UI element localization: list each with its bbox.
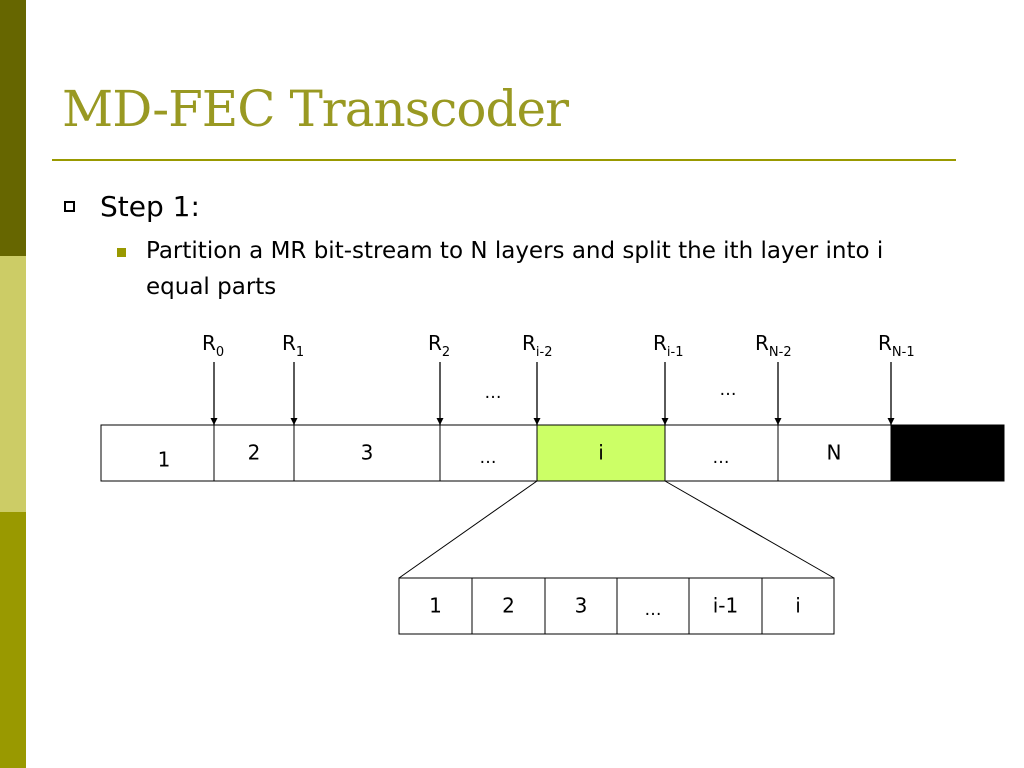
step-heading: Step 1:	[100, 190, 200, 223]
rate-label-base: R	[522, 331, 536, 355]
rate-label-subscript: 1	[296, 345, 304, 360]
tail-layer-cell	[890, 424, 1005, 482]
layer-cell	[664, 424, 779, 482]
part-cell-label: 3	[575, 594, 588, 618]
ellipsis-label: …	[720, 380, 737, 400]
part-cell	[398, 577, 473, 635]
part-cell-label: …	[645, 600, 662, 620]
layer-cell	[293, 424, 441, 482]
layer-cell-label: 2	[248, 441, 261, 465]
rate-label: RN-1	[878, 331, 915, 360]
highlighted-layer-cell	[536, 424, 666, 482]
rate-label-base: R	[282, 331, 296, 355]
sidebar-segment-dark	[0, 0, 26, 256]
layer-cell-label: i	[598, 441, 604, 465]
rate-label: RN-2	[755, 331, 792, 360]
zoom-line-right	[664, 480, 835, 579]
rate-label-base: R	[653, 331, 667, 355]
layer-cell-label: …	[480, 448, 497, 468]
sidebar-segment-light	[0, 256, 26, 512]
sidebar-segment-mid	[0, 512, 26, 768]
layer-cell-label: N	[827, 441, 842, 465]
rate-label-subscript: 0	[216, 345, 224, 360]
layer-cell	[439, 424, 538, 482]
hollow-square-bullet-icon	[64, 201, 75, 212]
rate-label-subscript: N-1	[892, 345, 915, 360]
layer-cell-label: 3	[361, 441, 374, 465]
sidebar	[0, 0, 26, 768]
part-cell	[761, 577, 835, 635]
rate-gap-dots: ……	[485, 380, 737, 403]
rate-label-base: R	[878, 331, 892, 355]
title-rule	[52, 159, 956, 161]
rate-label: R0	[202, 331, 224, 360]
part-cell-label: i-1	[713, 594, 739, 618]
part-cell-label: 1	[429, 594, 442, 618]
step-description: Partition a MR bit-stream to N layers an…	[146, 238, 884, 300]
slide-title: MD-FEC Transcoder	[62, 80, 569, 138]
layer-cell	[100, 424, 215, 482]
layer-cell-label: 1	[158, 448, 171, 472]
ellipsis-label: …	[485, 383, 502, 403]
rate-label-subscript: i-1	[667, 345, 684, 360]
filled-square-bullet-icon	[117, 248, 126, 257]
zoom-line-left	[398, 480, 538, 579]
rate-label-base: R	[428, 331, 442, 355]
rate-label: Ri-2	[522, 331, 552, 360]
rate-label-subscript: N-2	[769, 345, 792, 360]
bitstream-layer-bar: 1 2 3 … i … N	[100, 424, 1005, 482]
part-cell-label: 2	[502, 594, 515, 618]
rate-label-subscript: 2	[442, 345, 450, 360]
layer-cell	[213, 424, 295, 482]
layer-cell	[777, 424, 892, 482]
layer-cell-label: …	[713, 448, 730, 468]
rate-label-base: R	[755, 331, 769, 355]
rate-label: R1	[282, 331, 304, 360]
part-cell-label: i	[795, 594, 801, 618]
split-layer-bar: 1 2 3 … i-1 i	[398, 577, 835, 635]
rate-label-subscript: i-2	[536, 345, 553, 360]
rate-label: Ri-1	[653, 331, 683, 360]
zoom-lines	[398, 480, 835, 579]
rate-label: R2	[428, 331, 450, 360]
rate-label-base: R	[202, 331, 216, 355]
part-cell	[688, 577, 763, 635]
